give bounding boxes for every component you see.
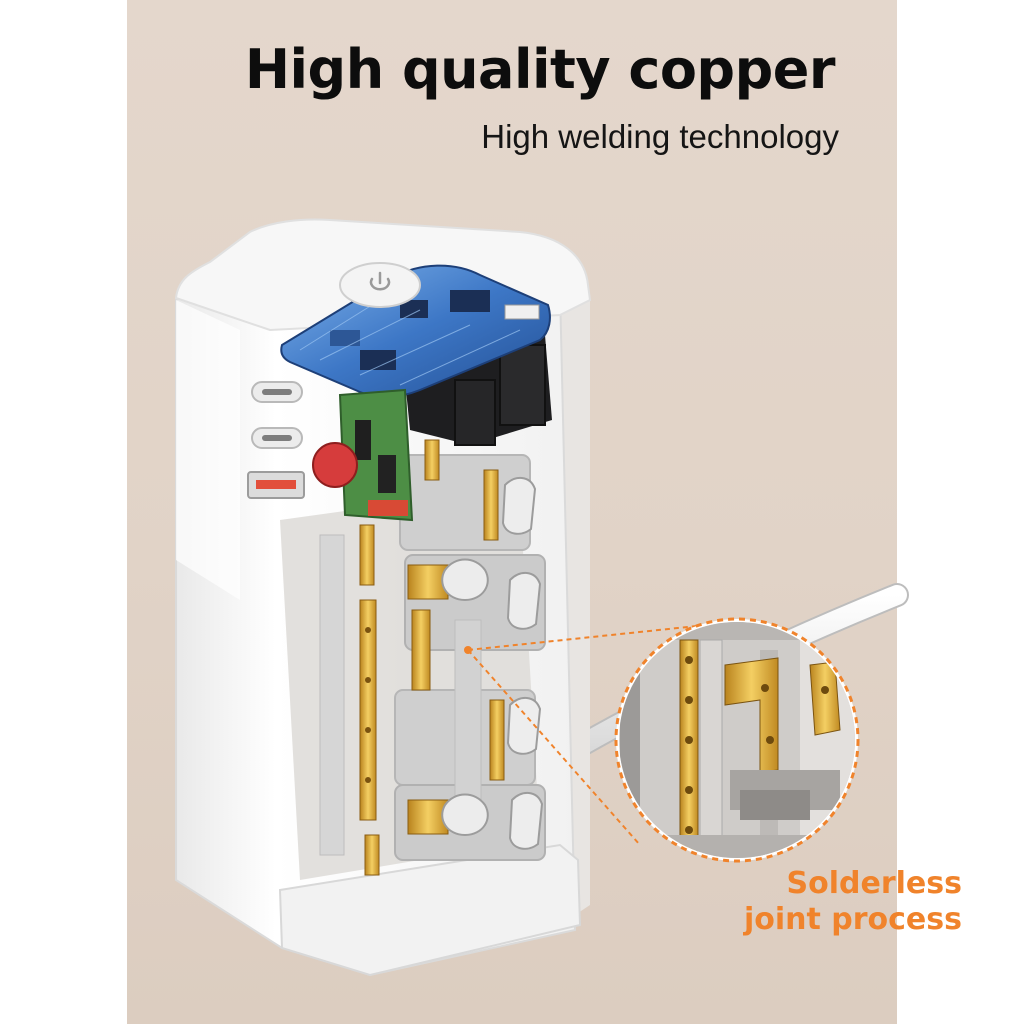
- headline: High quality copper: [244, 38, 836, 101]
- callout-lines: [464, 621, 736, 846]
- internal-structure: [280, 439, 546, 880]
- power-icon: [369, 271, 391, 291]
- usb-c-port-icon: [262, 435, 292, 441]
- usb-c-port-icon: [262, 389, 292, 395]
- usb-a-port-icon: [256, 480, 296, 489]
- callout-text: Solderless joint process: [744, 866, 962, 938]
- usb-a-port[interactable]: [247, 471, 305, 499]
- usb-c-port-2[interactable]: [251, 427, 303, 449]
- callout-line-1: Solderless: [786, 866, 962, 901]
- magnified-detail: [614, 617, 860, 863]
- circuit-board: [280, 264, 552, 522]
- power-button[interactable]: [339, 262, 421, 308]
- copper-strips: [359, 439, 505, 876]
- subheadline: High welding technology: [481, 118, 839, 155]
- callout-line-2: joint process: [743, 902, 962, 937]
- usb-c-port-1[interactable]: [251, 381, 303, 403]
